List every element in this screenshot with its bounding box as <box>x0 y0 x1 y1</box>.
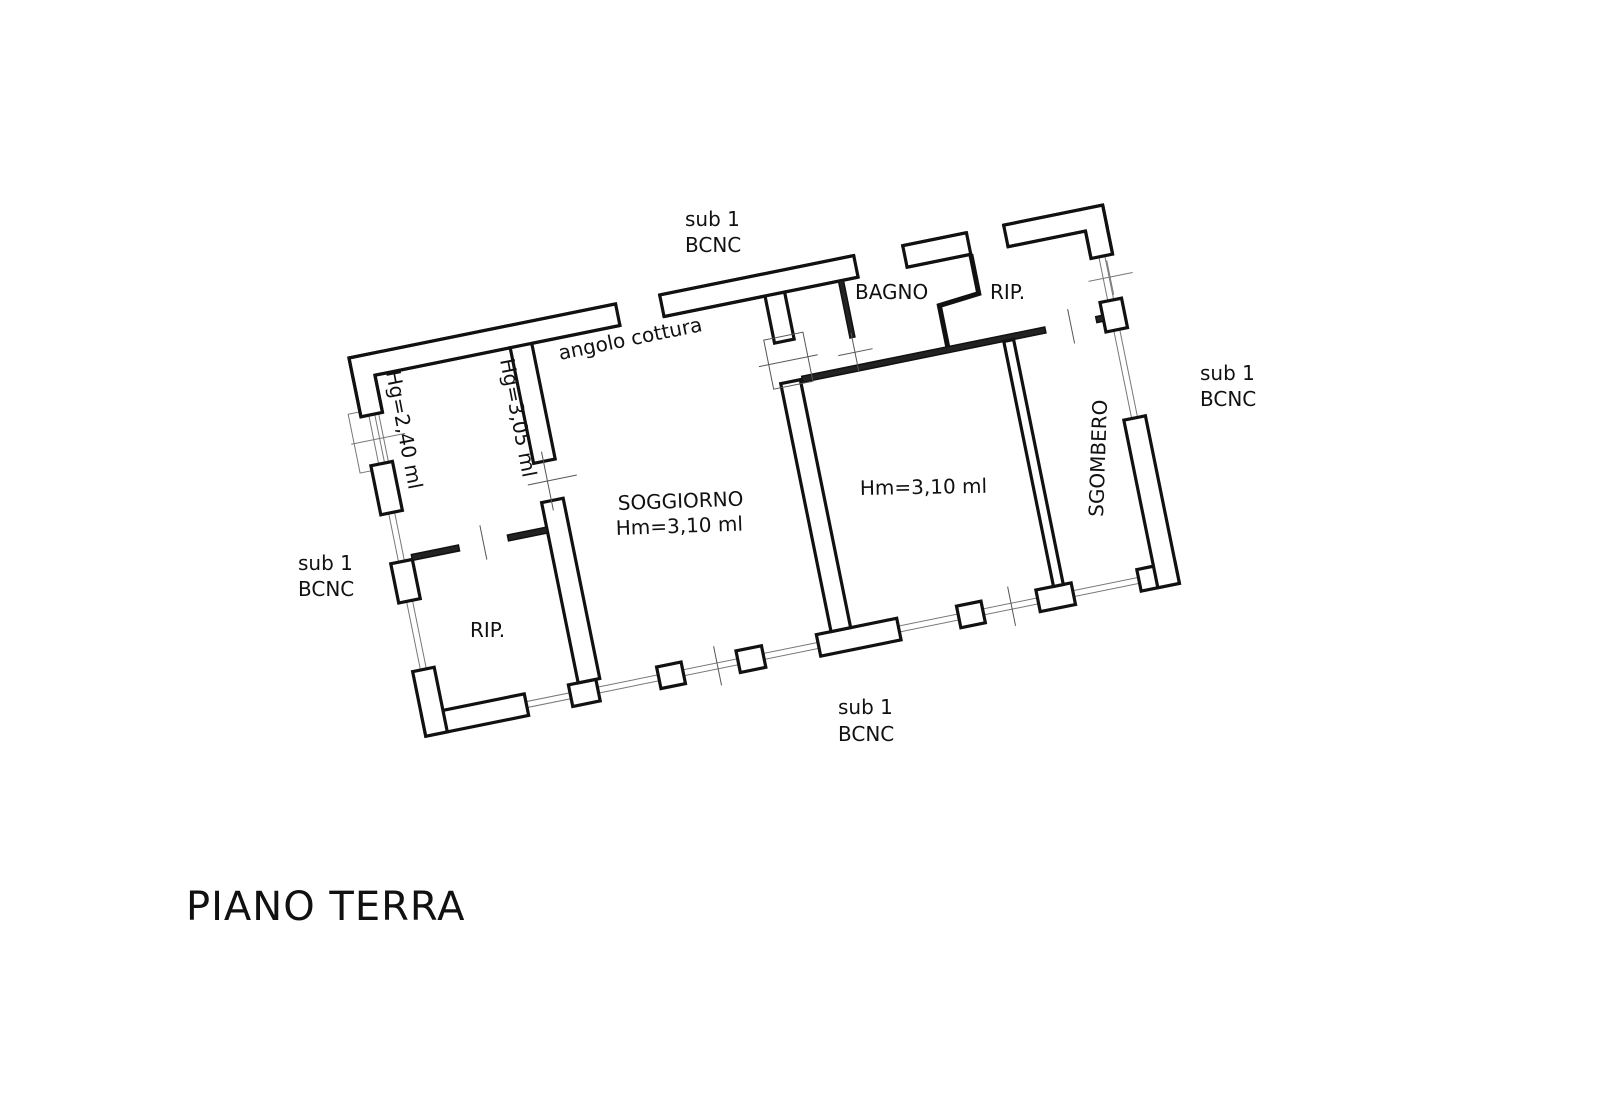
adjacent-label-bottom-line2: BCNC <box>838 722 894 746</box>
building <box>347 203 1182 739</box>
outer-walls <box>347 203 1182 739</box>
adjacent-label-left-line1: sub 1 <box>298 551 353 575</box>
adjacent-label-top-line1: sub 1 <box>685 207 740 231</box>
adjacent-label-right-line2: BCNC <box>1200 387 1256 411</box>
storage-room-label: SGOMBERO <box>1084 399 1112 517</box>
adjacent-label-left-line2: BCNC <box>298 577 354 601</box>
adjacent-label-bottom-line1: sub 1 <box>838 695 893 719</box>
adjacent-label-right-line1: sub 1 <box>1200 361 1255 385</box>
door-markers <box>479 309 1076 686</box>
drawing-title: PIANO TERRA <box>186 884 465 930</box>
closet-left-label: RIP. <box>470 618 505 642</box>
adjacent-label-top-line2: BCNC <box>685 233 741 257</box>
bathroom-label: BAGNO <box>855 280 928 304</box>
living-room-height: Hm=3,10 ml <box>615 512 743 540</box>
interior-walls <box>410 253 1105 685</box>
outer-top-edges <box>347 203 1115 418</box>
closet-top-label: RIP. <box>990 280 1025 304</box>
living-room-label: SOGGIORNO <box>617 487 743 515</box>
middle-room-height: Hm=3,10 ml <box>860 474 988 500</box>
